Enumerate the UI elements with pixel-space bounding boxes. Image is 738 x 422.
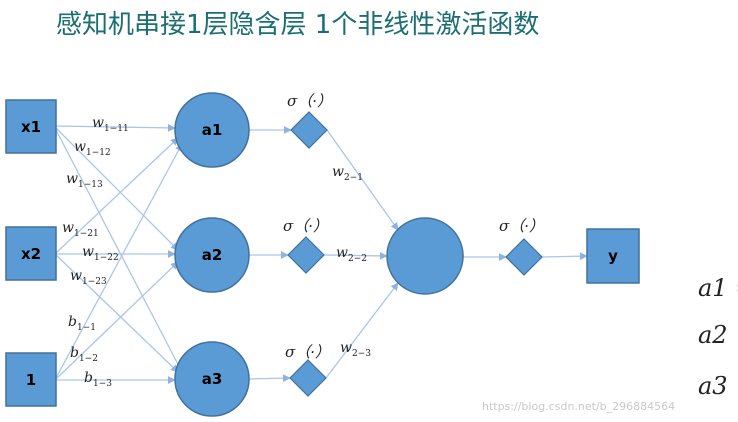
edge-14	[325, 282, 399, 379]
edge-13	[323, 251, 388, 260]
activation-label-output: σ（·）	[499, 217, 544, 235]
output-node-y: y	[586, 228, 640, 284]
weight-label-3: w1−21	[62, 220, 99, 239]
hidden-label-a2: a2	[202, 246, 223, 264]
edge-3	[55, 137, 179, 254]
edge-11	[248, 374, 291, 383]
weight-label-10: w2−2	[336, 245, 367, 264]
weight-label-0: w1−11	[92, 115, 129, 134]
edge-2	[55, 129, 183, 373]
edges	[55, 123, 588, 384]
side-label-a3: a3	[698, 372, 728, 400]
input-label-x2: x2	[21, 245, 41, 263]
weight-label-11: w2−3	[340, 340, 371, 359]
edge-1	[55, 127, 179, 251]
edge-7	[55, 261, 179, 380]
weight-label-2: w1−13	[66, 171, 103, 190]
output-sum-node	[386, 217, 464, 295]
edge-0	[55, 123, 176, 132]
weight-label-4: w1−22	[82, 244, 119, 263]
activation-label-1: σ（·）	[287, 92, 332, 110]
page-title: 感知机串接1层隐含层 1个非线性激活函数	[56, 10, 539, 40]
hidden-node-a1: a1	[174, 92, 250, 168]
weight-label-8: b1−3	[84, 370, 112, 389]
watermark: https://blog.csdn.net/b_296884564	[482, 400, 675, 413]
hidden-label-a1: a1	[202, 121, 223, 139]
activation-diamond-2	[287, 236, 325, 274]
activation-diamond-3	[289, 359, 327, 397]
output-label-y: y	[608, 247, 618, 265]
weight-label-1: w1−12	[74, 139, 111, 158]
input-label-x1: x1	[21, 118, 41, 136]
hidden-label-a3: a3	[202, 370, 223, 388]
edge-12	[326, 129, 399, 231]
edge-16	[541, 252, 588, 261]
input-node-bias: 1	[5, 352, 57, 407]
hidden-node-a2: a2	[174, 217, 250, 293]
activation-label-2: σ（·）	[283, 217, 328, 235]
side-label-a2: a2	[698, 321, 728, 349]
input-node-x2: x2	[5, 226, 57, 281]
side-label-a1: a1 =	[698, 274, 738, 302]
weight-label-5: w1−23	[70, 268, 107, 287]
activation-diamond-1	[290, 111, 328, 149]
hidden-node-a3: a3	[174, 341, 250, 417]
input-node-x1: x1	[5, 99, 57, 154]
weight-label-9: w2−1	[332, 164, 363, 183]
activation-label-3: σ（·）	[285, 343, 330, 361]
edge-5	[55, 254, 179, 373]
edge-6	[55, 143, 183, 379]
activation-diamond-output	[505, 238, 543, 276]
input-label-bias: 1	[26, 371, 36, 389]
weight-label-6: b1−1	[68, 314, 96, 333]
